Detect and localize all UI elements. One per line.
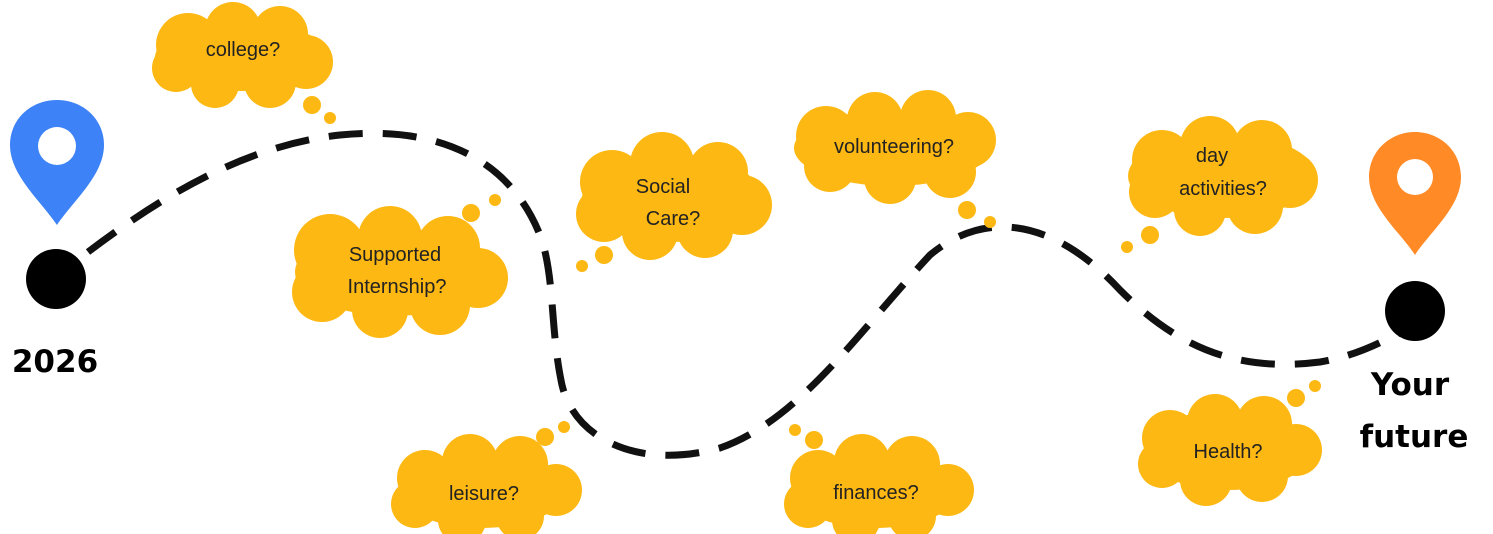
thought-bubble-dot: [805, 431, 823, 449]
cloud-finances: finances?: [784, 424, 974, 534]
thought-bubble-dot: [1141, 226, 1159, 244]
end-location-pin-icon: [1369, 132, 1461, 255]
thought-bubble-dot: [489, 194, 501, 206]
cloud-social-care-text-1: Social: [636, 176, 690, 198]
cloud-leisure-text: leisure?: [449, 483, 519, 505]
end-node: [1385, 281, 1445, 341]
thought-bubble-dot: [1287, 389, 1305, 407]
thought-bubble-dot: [958, 201, 976, 219]
journey-dashed-path: [85, 129, 1407, 459]
thought-bubble-dot: [324, 112, 336, 124]
cloud-day-activities-text-1: day: [1196, 145, 1228, 167]
cloud-supported-internship: Supported Internship?: [292, 194, 508, 338]
end-label-line2: future: [1360, 419, 1469, 455]
thought-bubble-dot: [984, 216, 996, 228]
thought-bubble-dot: [558, 421, 570, 433]
cloud-social-care-text-2: Care?: [646, 208, 700, 230]
cloud-volunteering: volunteering?: [794, 90, 996, 228]
cloud-day-activities: day activities?: [1121, 116, 1318, 253]
cloud-finances-text: finances?: [833, 482, 919, 504]
thought-bubble-dot: [1309, 380, 1321, 392]
start-node: [26, 249, 86, 309]
thought-bubble-dot: [576, 260, 588, 272]
cloud-supported-internship-text-1: Supported: [349, 244, 441, 266]
cloud-day-activities-text-2: activities?: [1179, 178, 1267, 200]
thought-bubble-dot: [789, 424, 801, 436]
start-location-pin-icon: [10, 100, 104, 225]
cloud-volunteering-text: volunteering?: [834, 136, 954, 158]
start-label: 2026: [12, 344, 98, 380]
end-label-line1: Your: [1370, 367, 1450, 403]
cloud-social-care: Social Care?: [576, 132, 772, 272]
thought-bubble-dot: [536, 428, 554, 446]
cloud-health-text: Health?: [1194, 441, 1263, 463]
cloud-college: college?: [152, 2, 336, 124]
thought-bubble-dot: [303, 96, 321, 114]
thought-bubble-dot: [1121, 241, 1133, 253]
cloud-supported-internship-text-2: Internship?: [348, 276, 447, 298]
thought-bubble-dot: [462, 204, 480, 222]
cloud-health: Health?: [1138, 380, 1322, 506]
thought-bubble-dot: [595, 246, 613, 264]
cloud-college-text: college?: [206, 39, 281, 61]
cloud-leisure: leisure?: [391, 421, 582, 534]
